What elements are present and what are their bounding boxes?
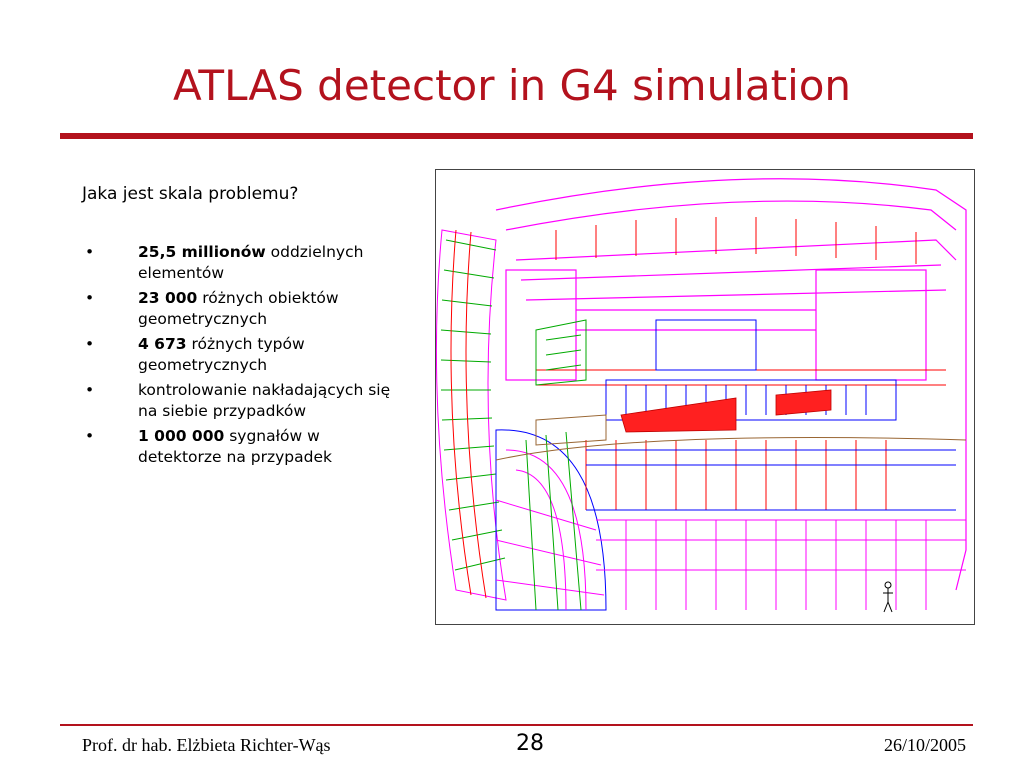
bullet-bold: 1 000 000 [138,427,225,445]
list-item: • 23 000 różnych obiektów geometrycznych [82,288,402,330]
bullet-bold: 4 673 [138,335,187,353]
bullet-text: kontrolowanie nakładających się na siebi… [138,381,391,420]
slide-title: ATLAS detector in G4 simulation [172,61,852,110]
atlas-detector-figure [435,169,975,625]
person-scale-icon [883,581,893,613]
bullet-icon: • [85,381,95,399]
bullet-text: różnych typów geometrycznych [138,335,305,374]
bullet-icon: • [85,289,95,307]
bullet-text: różnych obiektów geometrycznych [138,289,339,328]
bullet-bold: 25,5 millionów [138,243,266,261]
list-item: • 1 000 000 sygnałów w detektorze na prz… [82,426,402,468]
bullet-icon: • [85,427,95,445]
list-item: • 4 673 różnych typów geometrycznych [82,334,402,376]
footer-author: Prof. dr hab. Elżbieta Richter-Wąs [82,735,331,755]
bullet-bold: 23 000 [138,289,198,307]
list-item: • kontrolowanie nakładających się na sie… [82,380,402,422]
footer-date: 26/10/2005 [883,735,966,755]
footer-divider [60,724,973,726]
bullet-text: oddzielnych elementów [138,243,364,282]
atlas-detector-drawing [436,178,967,613]
bullet-text: sygnałów w detektorze na przypadek [138,427,332,466]
bullet-list: • 25,5 millionów oddzielnych elementów •… [82,242,402,472]
endcap-outline [436,229,507,601]
page-number: 28 [516,731,544,756]
title-divider [60,133,973,139]
bullet-icon: • [85,243,95,261]
list-item: • 25,5 millionów oddzielnych elementów [82,242,402,284]
question-text: Jaka jest skala problemu? [82,184,299,204]
bullet-icon: • [85,335,95,353]
